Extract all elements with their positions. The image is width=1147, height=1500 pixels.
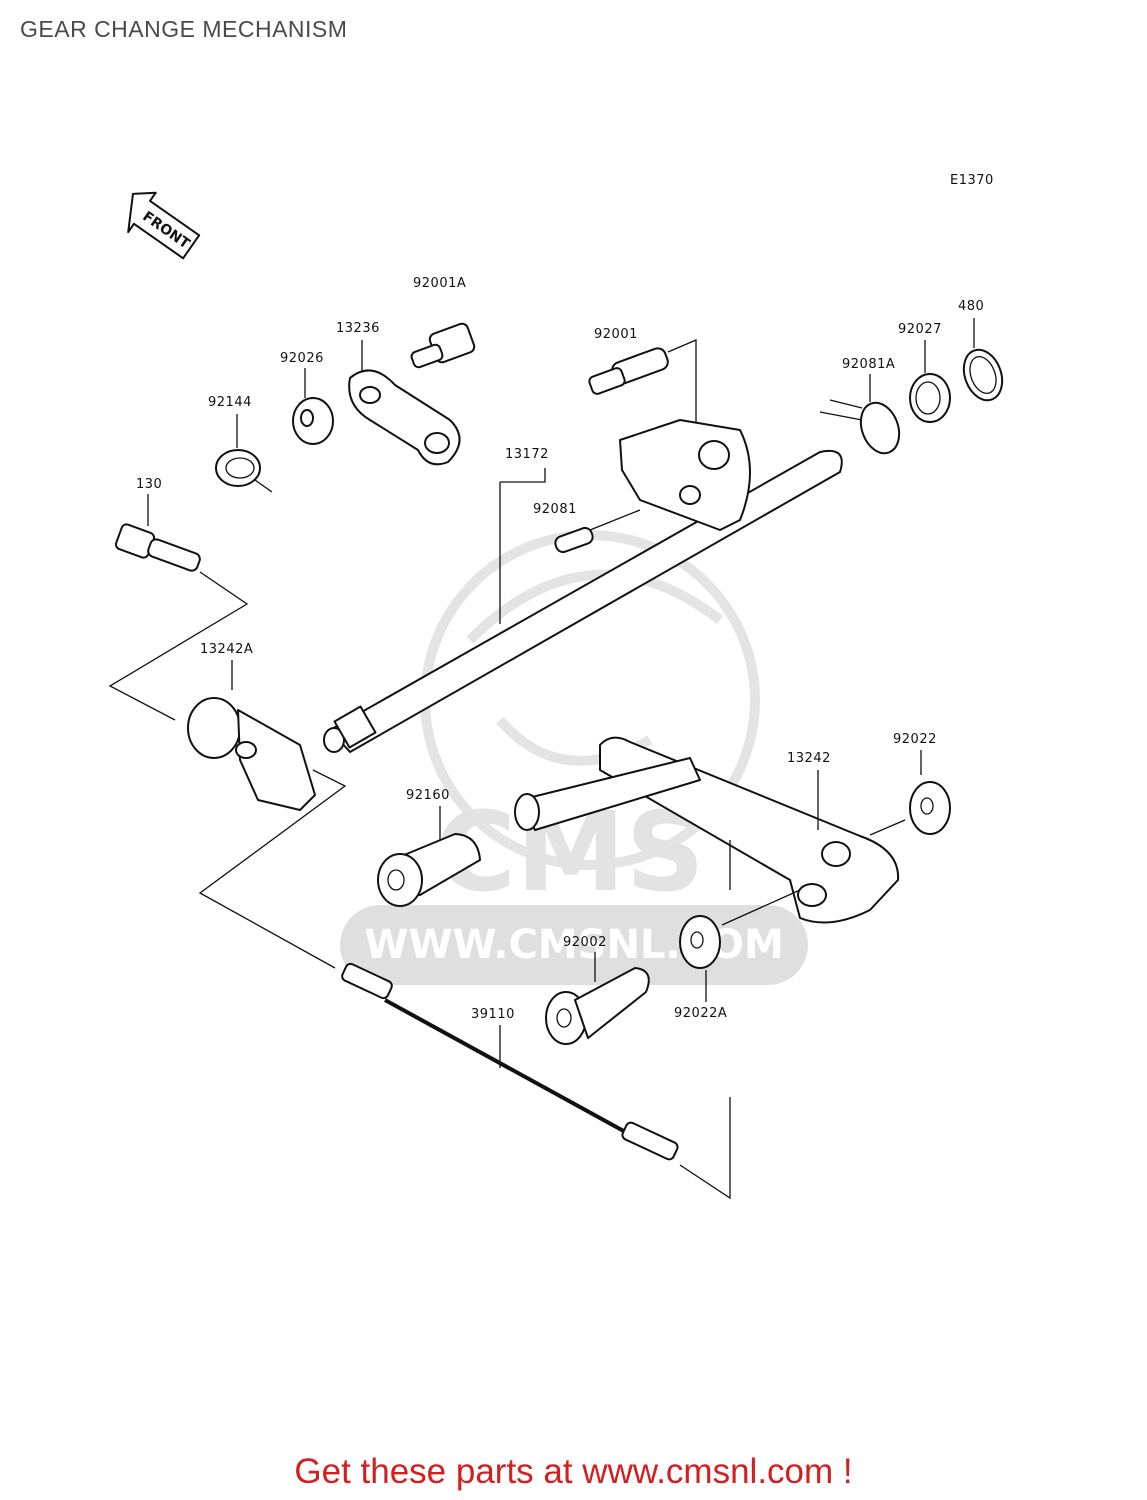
label-92001: 92001 bbox=[594, 327, 638, 342]
front-arrow-icon: FRONT bbox=[127, 191, 201, 260]
lever-13236 bbox=[348, 369, 461, 466]
label-92160: 92160 bbox=[406, 788, 450, 803]
bolt-92001 bbox=[588, 347, 669, 395]
bolt-92001a bbox=[410, 322, 476, 369]
label-130: 130 bbox=[136, 477, 162, 492]
label-92026: 92026 bbox=[280, 351, 324, 366]
label-13172: 13172 bbox=[505, 447, 549, 462]
tie-rod-39110 bbox=[341, 962, 679, 1161]
spring-92081a bbox=[819, 399, 901, 455]
label-92001a: 92001A bbox=[413, 276, 466, 291]
shift-shaft-13172 bbox=[323, 419, 843, 753]
get-parts-link[interactable]: Get these parts at www.cmsnl.com ! bbox=[294, 1452, 853, 1491]
joint-13242a bbox=[187, 697, 316, 811]
label-92022a: 92022A bbox=[674, 1006, 727, 1021]
diagram-code: E1370 bbox=[950, 173, 994, 188]
page-title: GEAR CHANGE MECHANISM bbox=[20, 16, 348, 42]
bolt-92002 bbox=[545, 967, 650, 1045]
label-92022: 92022 bbox=[893, 732, 937, 747]
exploded-parts-diagram: CMS WWW.CMSNL.COM E1370 FRONT 92001A 132… bbox=[108, 173, 1004, 1200]
spring-92081 bbox=[554, 526, 594, 554]
label-92081: 92081 bbox=[533, 502, 577, 517]
washer-92022a bbox=[679, 915, 721, 969]
label-13236: 13236 bbox=[336, 321, 380, 336]
bolt-130 bbox=[114, 523, 201, 572]
label-92081a: 92081A bbox=[842, 357, 895, 372]
label-92027: 92027 bbox=[898, 322, 942, 337]
washer-92026 bbox=[292, 397, 334, 445]
collar-92027 bbox=[909, 373, 951, 423]
spring-92144 bbox=[215, 449, 273, 493]
lever-13242 bbox=[514, 736, 900, 924]
circlip-480 bbox=[962, 348, 1004, 402]
label-13242: 13242 bbox=[787, 751, 831, 766]
label-480: 480 bbox=[958, 299, 984, 314]
label-39110: 39110 bbox=[471, 1007, 515, 1022]
label-13242a: 13242A bbox=[200, 642, 253, 657]
rubber-92160 bbox=[377, 833, 481, 907]
washer-92022 bbox=[909, 781, 951, 835]
label-92002: 92002 bbox=[563, 935, 607, 950]
label-92144: 92144 bbox=[208, 395, 252, 410]
